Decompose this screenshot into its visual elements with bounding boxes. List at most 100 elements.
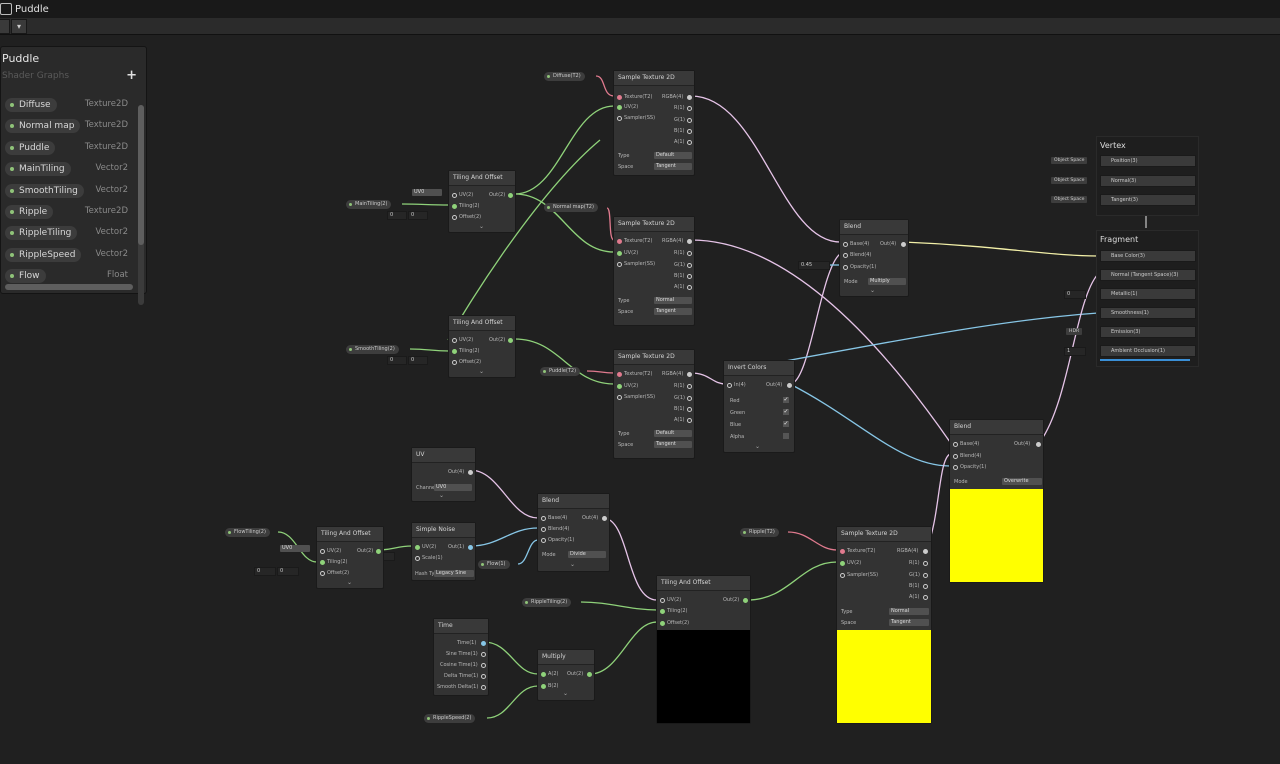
diffuse-property-node[interactable]: Diffuse(T2) [544,72,585,81]
offset-y-field[interactable]: 0 [408,356,428,365]
cosine-time-pin[interactable] [481,663,486,668]
base-color-port[interactable]: Base Color(3) [1100,250,1196,262]
delta-time-pin[interactable] [481,674,486,679]
channel-dropdown[interactable]: UV0 [434,484,472,491]
space-dropdown[interactable]: Tangent [654,441,692,448]
emission-port[interactable]: Emission(3) [1100,326,1196,338]
a-input-pin[interactable] [541,672,546,677]
b-output-pin[interactable] [923,584,928,589]
tangent-space-tag[interactable]: Object Space [1051,196,1088,203]
g-output-pin[interactable] [687,263,692,268]
b-output-pin[interactable] [687,129,692,134]
uv-input-pin[interactable] [660,598,665,603]
normalmap-property-node[interactable]: Normal map(T2) [544,203,598,212]
in-input-pin[interactable] [727,383,732,388]
offset-input-pin[interactable] [660,621,665,626]
offset-x-field[interactable]: 0 [387,356,407,365]
collapse-chevron-icon[interactable]: ⌄ [755,443,761,450]
out-pin[interactable] [468,470,473,475]
sampler-input-pin[interactable] [617,395,622,400]
texture-input-pin[interactable] [617,95,622,100]
flowtiling-property-node[interactable]: FlowTiling(2) [225,528,270,537]
normal-port[interactable]: Normal(3) [1100,175,1196,187]
property-name[interactable]: RippleSpeed [5,247,82,262]
out-pin[interactable] [901,242,906,247]
add-property-button[interactable]: + [126,68,137,83]
property-name[interactable]: RippleTiling [5,226,78,241]
tiling-offset-node-smooth[interactable]: Tiling And Offset UV(2) Tiling(2) Offset… [448,315,516,378]
uv-input-pin[interactable] [617,251,622,256]
red-checkbox[interactable]: ✓ [783,396,789,403]
smoothtiling-property-node[interactable]: SmoothTiling(2) [346,345,399,354]
smoothness-port[interactable]: Smoothness(1) [1100,307,1196,319]
space-dropdown[interactable]: Tangent [654,163,692,170]
green-checkbox[interactable]: ✓ [783,408,789,415]
blend-input-pin[interactable] [843,253,848,258]
opacity-input-pin[interactable] [843,265,848,270]
blackboard-horizontal-scrollbar[interactable] [5,284,133,290]
property-name[interactable]: Ripple [5,204,54,219]
collapse-chevron-icon[interactable]: ⌄ [563,690,569,697]
offset-y-field[interactable]: 0 [277,567,299,576]
offset-x-field[interactable]: 0 [254,567,276,576]
rgba-output-pin[interactable] [687,95,692,100]
rgba-output-pin[interactable] [687,239,692,244]
texture-input-pin[interactable] [617,239,622,244]
uv-channel-dropdown[interactable]: UV0 [280,545,310,552]
sample-texture-node-diffuse[interactable]: Sample Texture 2D Texture(T2) UV(2) Samp… [613,70,695,176]
uv-input-pin[interactable] [320,549,325,554]
g-output-pin[interactable] [687,396,692,401]
blackboard-vertical-scrollbar[interactable] [138,105,144,305]
uv-input-pin[interactable] [452,193,457,198]
invert-colors-node[interactable]: Invert Colors In(4) Out(4) Red ✓ Green ✓… [723,360,795,453]
tiling-input-pin[interactable] [320,560,325,565]
blend-node-diffuse[interactable]: Blend Base(4) Blend(4) Opacity(1) Out(4)… [839,219,909,297]
texture-input-pin[interactable] [617,372,622,377]
offset-input-pin[interactable] [320,571,325,576]
uv-input-pin[interactable] [617,384,622,389]
time-node[interactable]: Time Time(1) Sine Time(1) Cosine Time(1)… [433,618,489,696]
normal-tangent-port[interactable]: Normal (Tangent Space)(3) [1100,269,1196,281]
multiply-node[interactable]: Multiply A(2) B(2) Out(2) ⌄ [537,649,595,701]
offset-y-field[interactable]: 0 [408,211,428,220]
alpha-checkbox[interactable] [783,433,789,439]
offset-x-field[interactable]: 0 [387,211,407,220]
smooth-delta-pin[interactable] [481,685,486,690]
b-output-pin[interactable] [687,407,692,412]
uv-input-pin[interactable] [452,338,457,343]
property-name[interactable]: SmoothTiling [5,183,84,198]
scale-input-pin[interactable] [415,556,420,561]
metallic-value-field[interactable]: 0 [1064,290,1086,299]
out-pin[interactable] [787,383,792,388]
tiling-input-pin[interactable] [660,609,665,614]
tiling-input-pin[interactable] [452,204,457,209]
uv-channel-dropdown[interactable]: UV0 [412,189,442,196]
type-dropdown[interactable]: Default [654,430,692,437]
hash-type-dropdown[interactable]: Legacy Sine [434,570,474,577]
scrollbar-thumb[interactable] [138,105,144,245]
opacity-value-field[interactable]: 0.45 [798,261,830,270]
uv-node[interactable]: UV Out(4) Channel UV0 ⌄ [411,447,476,502]
sample-texture-node-puddle[interactable]: Sample Texture 2D Texture(T2) UV(2) Samp… [613,349,695,459]
opacity-input-pin[interactable] [541,538,546,543]
sampler-input-pin[interactable] [617,262,622,267]
fragment-context[interactable]: Fragment Base Color(3) Normal (Tangent S… [1096,230,1199,367]
ambient-occlusion-port[interactable]: Ambient Occlusion(1) [1100,345,1196,357]
tangent-port[interactable]: Tangent(3) [1100,194,1196,206]
a-output-pin[interactable] [923,595,928,600]
out-pin[interactable] [743,598,748,603]
b-output-pin[interactable] [687,274,692,279]
out-pin[interactable] [508,193,513,198]
r-output-pin[interactable] [923,561,928,566]
mode-dropdown[interactable]: Multiply [868,278,906,285]
rgba-output-pin[interactable] [923,549,928,554]
sine-time-pin[interactable] [481,652,486,657]
r-output-pin[interactable] [687,251,692,256]
base-input-pin[interactable] [953,442,958,447]
uv-input-pin[interactable] [415,545,420,550]
